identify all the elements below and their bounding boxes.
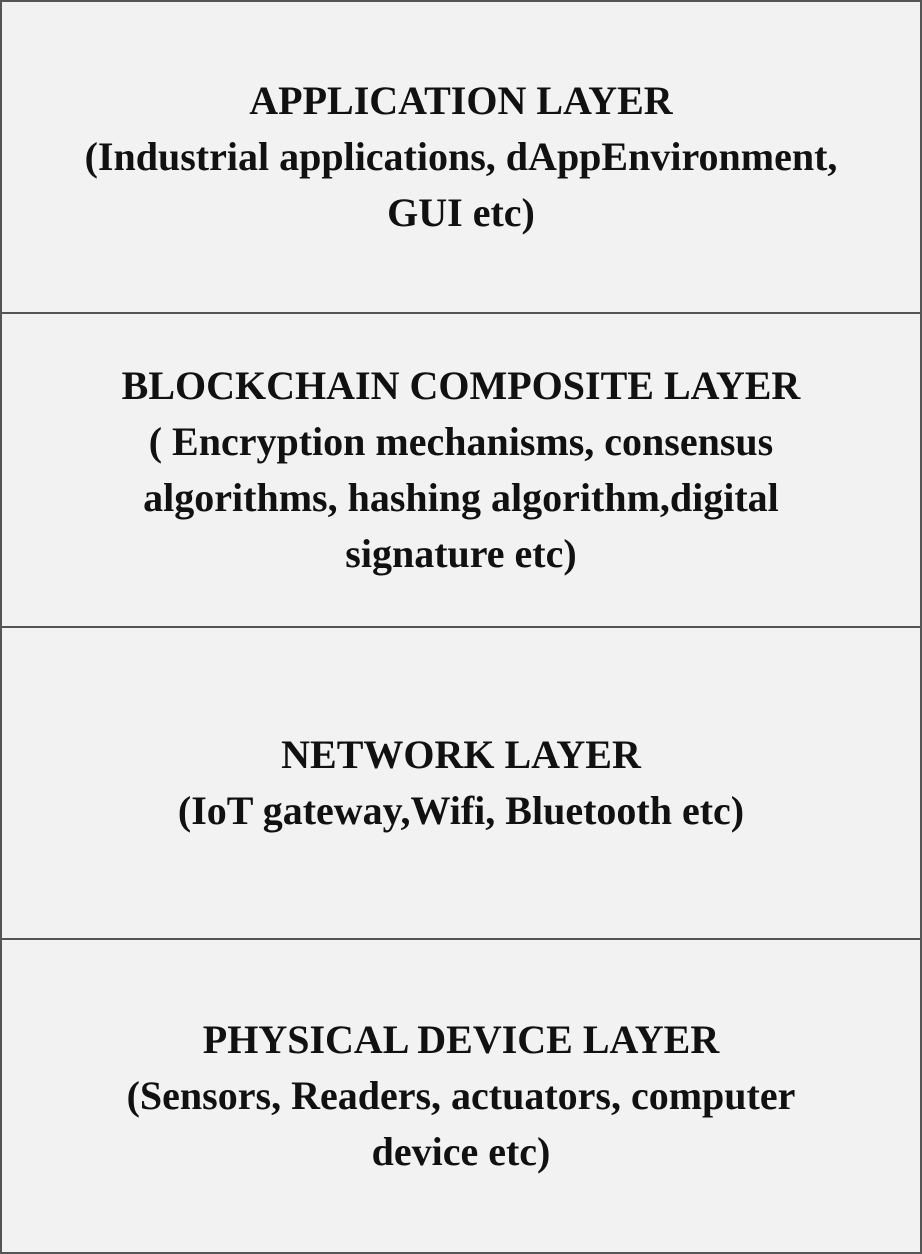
- blockchain-composite-layer-detail-line-2: algorithms, hashing algorithm,digital: [143, 475, 779, 520]
- blockchain-composite-layer-detail-line-1: ( Encryption mechanisms, consensus: [148, 419, 774, 464]
- network-layer-title: NETWORK LAYER: [281, 732, 641, 777]
- physical-device-layer-detail-line-1: (Sensors, Readers, actuators, computer: [126, 1073, 796, 1118]
- application-layer-detail-line-1: (Industrial applications, dAppEnvironmen…: [84, 134, 838, 179]
- physical-device-layer-title: PHYSICAL DEVICE LAYER: [202, 1017, 720, 1062]
- network-layer-detail-line-1: (IoT gateway,Wifi, Bluetooth etc): [177, 788, 745, 833]
- blockchain-composite-layer-box: BLOCKCHAIN COMPOSITE LAYER ( Encryption …: [2, 314, 920, 628]
- physical-device-layer-detail-line-2: device etc): [371, 1129, 551, 1174]
- physical-device-layer-text: PHYSICAL DEVICE LAYER (Sensors, Readers,…: [127, 1012, 796, 1180]
- network-layer-text: NETWORK LAYER (IoT gateway,Wifi, Bluetoo…: [178, 727, 744, 839]
- physical-device-layer-box: PHYSICAL DEVICE LAYER (Sensors, Readers,…: [2, 940, 920, 1252]
- application-layer-detail-line-2: GUI etc): [387, 190, 535, 235]
- blockchain-composite-layer-title: BLOCKCHAIN COMPOSITE LAYER: [121, 363, 801, 408]
- network-layer-box: NETWORK LAYER (IoT gateway,Wifi, Bluetoo…: [2, 628, 920, 940]
- application-layer-text: APPLICATION LAYER (Industrial applicatio…: [85, 73, 838, 241]
- application-layer-box: APPLICATION LAYER (Industrial applicatio…: [2, 2, 920, 314]
- blockchain-composite-layer-text: BLOCKCHAIN COMPOSITE LAYER ( Encryption …: [122, 358, 801, 582]
- blockchain-composite-layer-detail-line-3: signature etc): [345, 531, 577, 576]
- application-layer-title: APPLICATION LAYER: [249, 78, 673, 123]
